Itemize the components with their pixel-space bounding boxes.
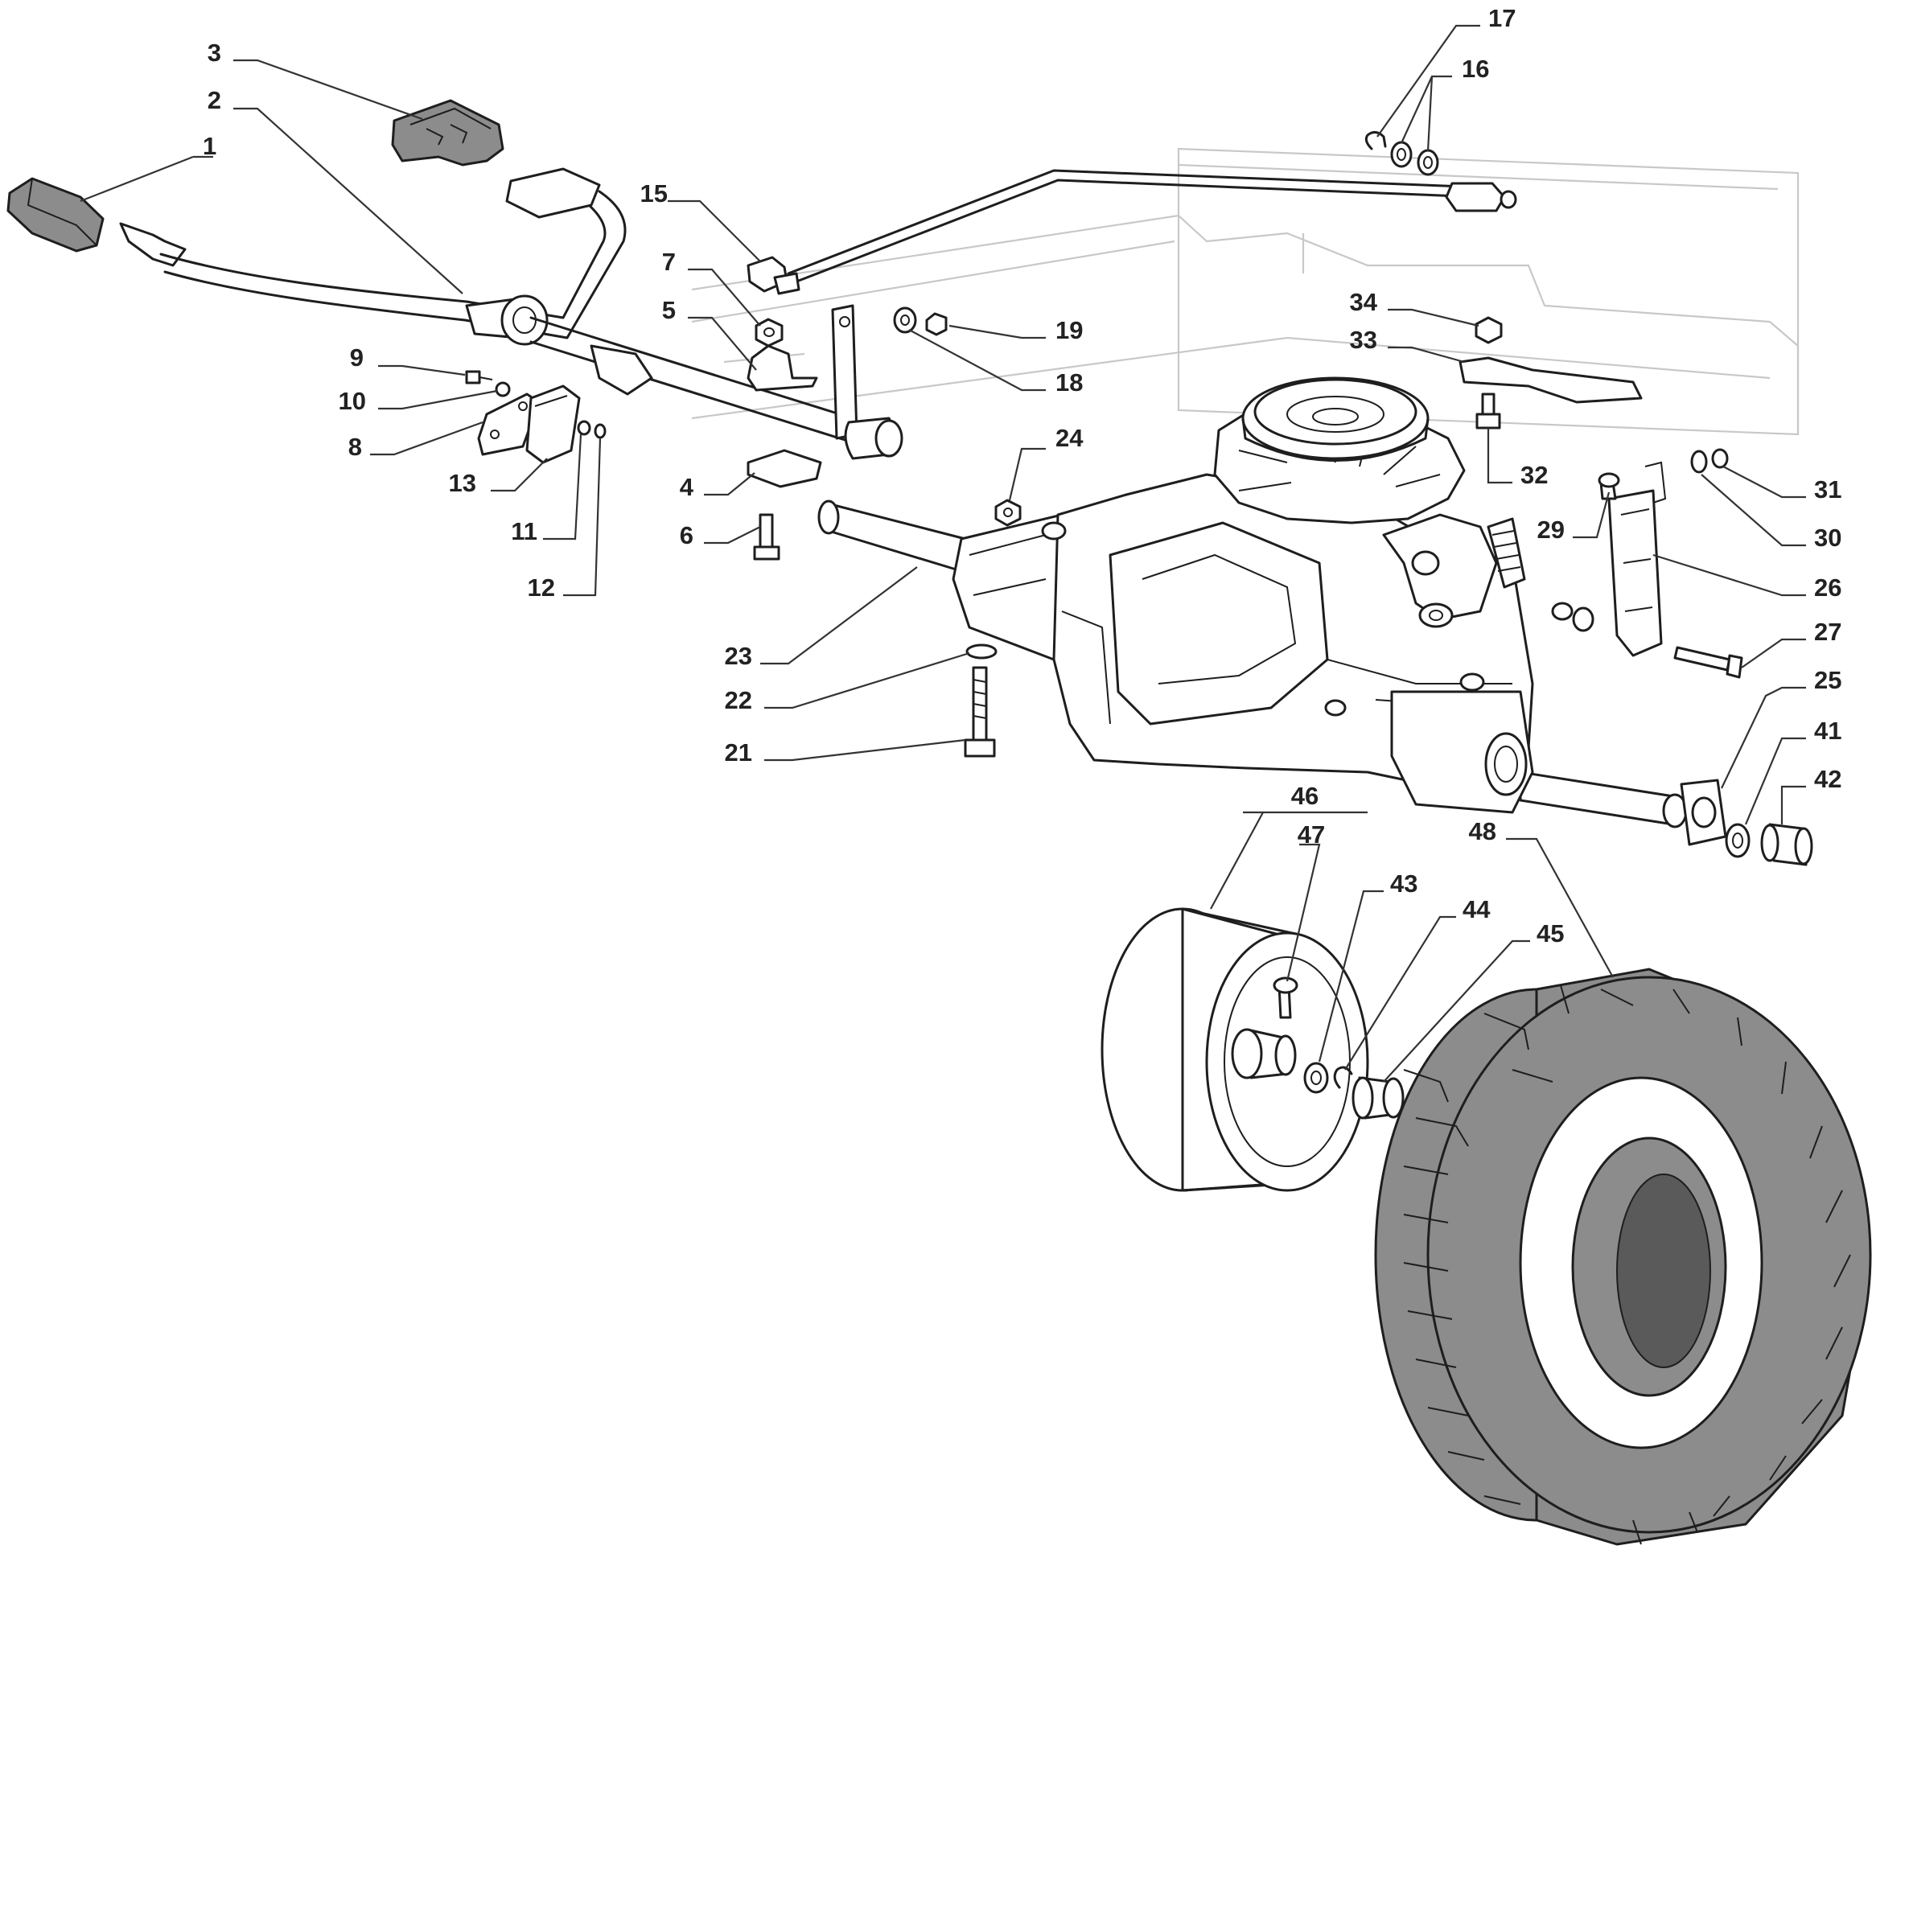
callout-19: 19 [1055,316,1083,344]
callout-11: 11 [511,517,537,545]
nut-part-24 [994,499,1022,527]
callout-6: 6 [680,521,693,549]
nut-part-34 [1475,316,1503,344]
bolt-part-29 [1598,472,1620,500]
washer-part-22 [965,643,998,660]
switch-hardware-group [465,370,607,464]
callout-15: 15 [640,179,668,208]
lever-knob-part-1 [6,177,105,253]
callout-2: 2 [208,86,221,114]
callout-8: 8 [348,433,362,461]
callout-48: 48 [1469,817,1496,845]
callout-25: 25 [1814,666,1841,694]
callout-9: 9 [350,343,364,372]
callout-18: 18 [1055,368,1083,397]
callout-23: 23 [725,642,752,670]
callout-13: 13 [449,469,476,497]
bracket-part-33 [1458,356,1643,404]
callout-42: 42 [1814,765,1841,793]
valve-part-47 [1273,976,1298,1019]
washer-part-16a [1390,141,1413,168]
callout-12: 12 [528,573,555,602]
spacer-bushing [1725,823,1813,866]
casing-fasteners [964,499,1022,758]
switch-part-13 [525,384,581,464]
tyre-part-48 [1374,968,1872,1546]
washer-part-30 [1690,450,1708,474]
callout-17: 17 [1488,4,1516,32]
clip-part-12 [594,423,607,439]
washer-nut-18-19 [893,306,948,336]
washer-part-10 [495,381,511,397]
callout-33: 33 [1350,326,1377,354]
washer-part-41 [1725,823,1751,858]
bracket-part-26 [1607,461,1667,657]
callout-10: 10 [339,387,366,415]
callout-labels: 1 2 3 4 5 6 7 8 9 10 11 12 13 15 16 17 1… [203,4,1841,948]
circlip-part-17 [1364,131,1387,150]
washer-part-43 [1303,1062,1329,1094]
lever-rod-part-2 [119,167,854,444]
cap-part-45 [1352,1076,1405,1120]
bolt-part-32 [1475,393,1501,430]
callout-21: 21 [725,738,752,767]
bolt-part-27 [1673,646,1743,679]
bracket-part-4 [747,449,822,488]
right-brackets [1458,316,1743,846]
transaxle-part-23 [817,376,1688,828]
nut-part-19 [925,312,948,336]
screw-part-9 [465,370,493,384]
callout-22: 22 [725,686,752,714]
lever-arm [831,304,903,460]
bushing-part-42 [1760,823,1813,866]
control-rod [747,131,1517,295]
bolt-part-6 [753,513,780,561]
callout-41: 41 [1814,717,1841,745]
callout-29: 29 [1537,516,1565,544]
washer-part-18 [893,306,917,334]
callout-4: 4 [680,473,694,501]
pedal-pad-part-3 [391,99,504,166]
callout-3: 3 [208,39,221,67]
callout-16: 16 [1462,55,1489,83]
callout-31: 31 [1814,475,1841,504]
nut-part-7 [755,318,784,347]
callout-1: 1 [203,132,216,160]
callout-26: 26 [1814,573,1841,602]
callout-45: 45 [1537,919,1564,948]
clamp-part-5 [747,344,818,392]
washer-part-16b [1417,149,1439,176]
plate-part-8 [477,393,541,456]
callout-7: 7 [662,248,676,276]
callout-27: 27 [1814,618,1841,646]
washer-part-11 [577,420,591,436]
callout-30: 30 [1814,524,1841,552]
callout-43: 43 [1390,869,1417,898]
leader-lines [80,24,1806,1083]
nut-part-31 [1711,448,1729,469]
callout-44: 44 [1463,895,1491,923]
small-hardware-group [747,318,822,561]
wheel-rim-part-46 [1101,907,1369,1192]
callout-46: 46 [1291,782,1319,810]
chassis-frame [691,147,1800,436]
bolt-part-21 [964,666,996,758]
callout-5: 5 [662,296,676,324]
callout-32: 32 [1520,461,1548,489]
callout-34: 34 [1350,288,1378,316]
clip-part-44 [1333,1066,1353,1089]
callout-47: 47 [1298,820,1325,849]
callout-24: 24 [1055,424,1084,452]
